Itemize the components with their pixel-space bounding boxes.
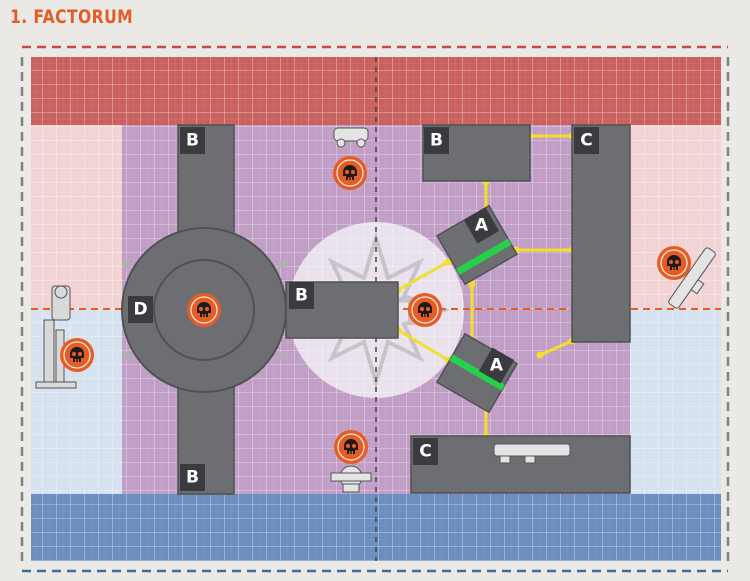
skull-icon [656, 245, 692, 281]
label-b-middle: B [289, 282, 314, 309]
svg-text:B: B [430, 131, 443, 151]
svg-text:B: B [295, 286, 308, 306]
terrain-hatch-a-upper [435, 204, 519, 286]
operative-silhouette-top [333, 127, 369, 148]
label-a-lower: A [478, 347, 515, 384]
operative-silhouette-right [668, 247, 716, 309]
svg-text:B: B [186, 468, 199, 488]
label-c-bottom: C [413, 438, 438, 465]
label-c-top: C [574, 127, 599, 154]
svg-text:D: D [133, 300, 147, 320]
svg-text:C: C [419, 442, 431, 462]
svg-text:A: A [475, 216, 489, 236]
svg-text:A: A [490, 356, 504, 376]
skull-icon [333, 429, 369, 465]
skull-icon [407, 292, 443, 328]
label-d-platform: D [128, 296, 153, 323]
page-title: 1. FACTORUM [10, 6, 134, 28]
svg-text:B: B [186, 131, 199, 151]
label-b-top-left: B [180, 127, 205, 154]
label-b-bottom-left: B [180, 464, 205, 491]
skull-icon [59, 337, 95, 373]
operative-silhouette-bottom [330, 465, 372, 493]
label-b-top-right: B [424, 127, 449, 154]
skull-icon [186, 292, 222, 328]
terrain-wall-c-right [571, 124, 631, 343]
svg-text:C: C [580, 131, 592, 151]
operative-silhouette-left [35, 285, 77, 389]
label-a-upper: A [463, 207, 500, 244]
skull-icon [332, 155, 368, 191]
operative-silhouette-c-bottom [493, 443, 571, 464]
